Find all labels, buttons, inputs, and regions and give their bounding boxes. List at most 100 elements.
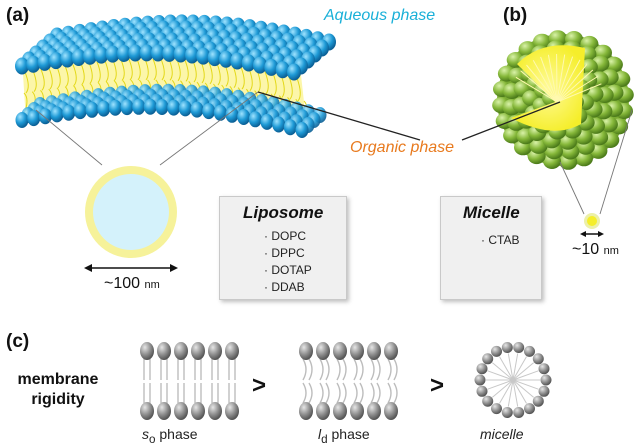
- lipid-tail: [96, 61, 101, 83]
- lipid-tail: [272, 72, 277, 96]
- lipid-head: [62, 104, 76, 121]
- lipid-head: [207, 49, 222, 67]
- lipid-head: [140, 342, 154, 360]
- lipid-item: · DOTAP: [264, 263, 312, 277]
- surfactant-item: · CTAB: [481, 233, 520, 247]
- lipid-head: [230, 52, 245, 70]
- surfactant-head: [476, 363, 488, 375]
- surfactant-head: [524, 403, 535, 415]
- lipid-head: [283, 119, 297, 136]
- panel-label-c: (c): [6, 331, 30, 352]
- lipid-tail: [336, 382, 341, 404]
- lipid-tail: [353, 382, 358, 404]
- surfactant-tail: [526, 64, 558, 103]
- lipid-tail: [56, 66, 61, 89]
- liposome-legend-title: Liposome: [243, 203, 324, 222]
- panel-label-a: (a): [6, 5, 30, 26]
- surfactant-tail: [512, 379, 535, 398]
- lipid-tail: [325, 382, 330, 404]
- lipid-tail: [393, 358, 398, 381]
- surfactant-tail: [499, 356, 514, 381]
- micelle-scale-label: ~10 nm: [572, 242, 619, 258]
- lipid-name: DDAB: [271, 280, 305, 294]
- liposome-bilayer-illustration: [15, 14, 336, 138]
- lipid-head: [174, 342, 188, 360]
- micelle-phase-label: micelle: [480, 427, 524, 441]
- lipid-head: [191, 342, 205, 360]
- lipid-tail: [387, 382, 392, 404]
- lipid-head: [253, 56, 267, 74]
- lipid-head: [174, 402, 188, 420]
- surfactant-tail: [512, 353, 519, 381]
- surfactant-tail: [556, 59, 581, 103]
- lipid-head: [275, 61, 290, 79]
- surfactant-head: [501, 407, 513, 418]
- lipid-head: [260, 113, 274, 130]
- lipid-head: [15, 57, 29, 75]
- micelle-legend-title: Micelle: [463, 203, 520, 222]
- membrane-rigidity-label: membrane rigidity: [8, 370, 108, 410]
- lipid-tail: [184, 59, 189, 82]
- surfactant-tail: [556, 76, 598, 103]
- lipid-name: DOTAP: [271, 263, 312, 277]
- micelle-scale-value: ~10: [572, 241, 600, 258]
- lipid-name: DOPC: [271, 229, 307, 243]
- lipid-head: [85, 101, 99, 118]
- lipid-tail: [80, 63, 85, 85]
- lipid-head: [213, 104, 227, 121]
- lipid-tail: [88, 62, 93, 84]
- lipid-tail: [128, 59, 133, 81]
- lipid-head: [237, 109, 251, 125]
- lipid-tail: [308, 382, 313, 404]
- lipid-head: [128, 44, 143, 62]
- micelle-sphere-illustration: [492, 30, 634, 170]
- surfactant-tail: [512, 356, 527, 381]
- phase-symbol: s: [142, 426, 149, 442]
- lipid-tail: [192, 60, 197, 83]
- lipid-tail: [359, 382, 364, 404]
- rigidity-label-line2: rigidity: [31, 391, 85, 408]
- liposome-scale-value: ~100: [104, 275, 141, 292]
- lipid-tail: [359, 358, 364, 381]
- surfactant-tail: [532, 60, 558, 103]
- lipid-head: [117, 45, 131, 62]
- so-phase-bilayer: [140, 342, 239, 420]
- lipid-tail: [120, 59, 125, 81]
- lipid-head: [367, 342, 381, 360]
- lipid-tail: [264, 71, 269, 95]
- lipid-head: [108, 99, 122, 116]
- lipid-tail: [376, 382, 381, 404]
- lipid-head: [384, 342, 398, 360]
- lipid-item: · DPPC: [264, 246, 305, 260]
- lipid-head: [367, 402, 381, 420]
- surfactant-tail: [556, 56, 574, 103]
- lipid-item: · DOPC: [264, 229, 307, 243]
- greater-than-symbol: >: [430, 372, 445, 399]
- panel-label-b: (b): [503, 5, 528, 26]
- lipid-head: [157, 342, 171, 360]
- lipid-head: [167, 99, 181, 116]
- liposome-scale-label: ~100 nm: [104, 276, 160, 292]
- lipid-tail: [24, 71, 29, 94]
- lipid-tail: [325, 358, 330, 381]
- liposome-legend-box: Liposome · DOPC · DPPC · DOTAP · DDAB: [219, 196, 347, 300]
- lipid-head: [50, 106, 64, 123]
- so-phase-label: so phase: [142, 427, 198, 444]
- lipid-tail: [393, 382, 398, 404]
- phase-symbol: micelle: [480, 426, 524, 442]
- surfactant-tail: [487, 370, 514, 381]
- surfactant-tail: [512, 379, 519, 407]
- greater-than-symbol: >: [252, 372, 267, 399]
- lipid-tail: [136, 58, 141, 81]
- micelle-scale-arrow: [580, 231, 604, 237]
- ld-phase-label: ld phase: [318, 427, 370, 444]
- lipid-head: [162, 44, 177, 62]
- lipid-tail: [342, 382, 347, 404]
- lipid-tail: [353, 358, 358, 381]
- surfactant-head: [482, 353, 494, 365]
- lipid-head: [185, 46, 199, 64]
- surfactant-tail: [499, 379, 514, 404]
- lipid-head: [178, 100, 192, 117]
